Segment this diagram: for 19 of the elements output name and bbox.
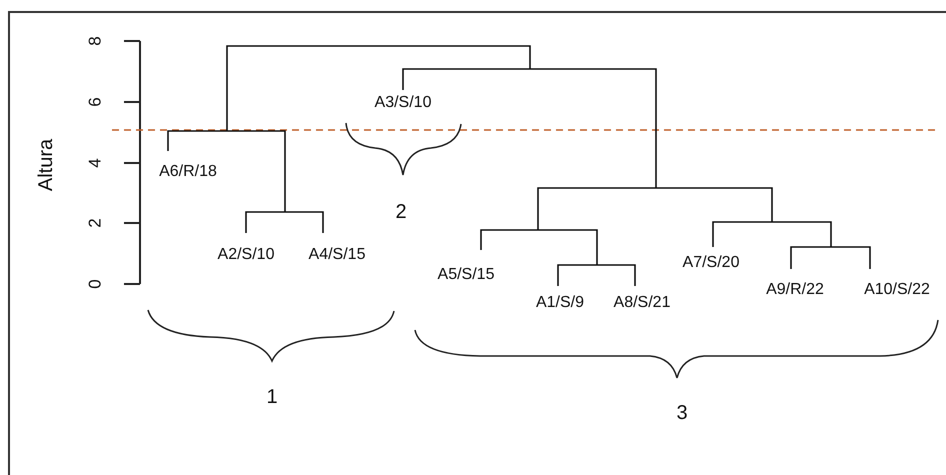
- cluster-number: 1: [266, 387, 278, 407]
- leaf-label: A4/S/15: [308, 247, 366, 263]
- tick-label: 6: [86, 97, 104, 107]
- leaf-label: A2/S/10: [218, 247, 274, 263]
- cluster-number: 2: [395, 202, 407, 222]
- leaf-label: A8/S/21: [614, 295, 670, 311]
- axis-title: Altura: [36, 138, 56, 192]
- tick-label: 2: [86, 218, 104, 228]
- cluster-number: 3: [676, 403, 688, 423]
- leaf-label: A7/S/20: [682, 255, 740, 271]
- leaf-label: A10/S/22: [864, 282, 930, 298]
- tick-label: 0: [86, 279, 104, 289]
- leaf-label: A3/S/10: [374, 95, 432, 111]
- leaf-label: A1/S/9: [536, 295, 584, 311]
- tick-label: 4: [86, 158, 104, 168]
- tick-label: 8: [86, 36, 104, 46]
- leaf-label: A6/R/18: [159, 164, 217, 180]
- leaf-label: A5/S/15: [438, 267, 494, 283]
- leaf-label: A9/R/22: [766, 282, 824, 298]
